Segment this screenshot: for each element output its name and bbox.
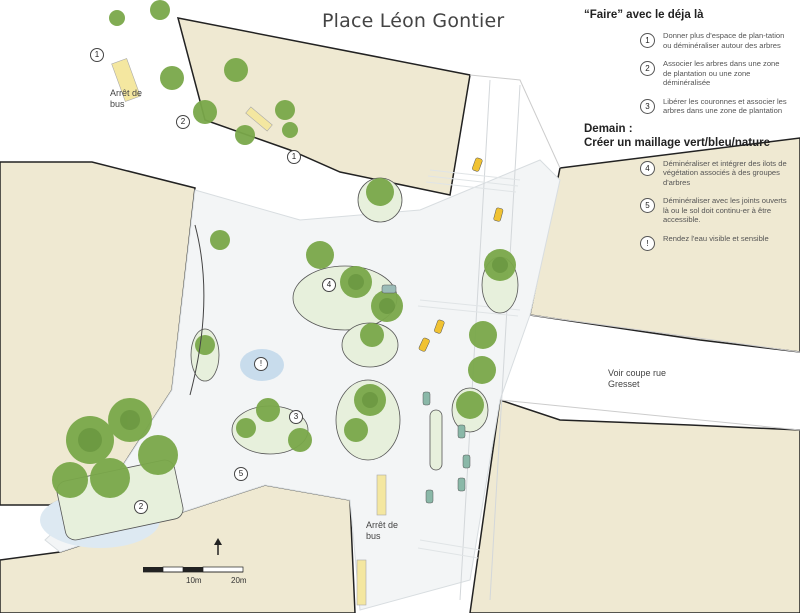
legend-heading-tomorrow: Demain : <box>584 122 633 135</box>
legend-item: 2 Associer les arbres dans une zone de p… <box>584 59 798 88</box>
legend-item: 1 Donner plus d'espace de plan-tation ou… <box>584 31 798 50</box>
bus-stop-label-bottom: Arrêt de bus <box>366 520 399 541</box>
north-arrow-icon <box>214 538 222 555</box>
legend-item: 4 Déminéraliser et intégrer des ilots de… <box>584 159 798 188</box>
building-bottom-right <box>469 399 800 613</box>
map-marker: 2 <box>134 500 148 514</box>
legend-number: 2 <box>640 61 655 76</box>
legend-number: 3 <box>640 98 655 114</box>
legend-number: 5 <box>640 198 655 213</box>
map-marker: 1 <box>287 150 301 164</box>
legend-text: Rendez l'eau visible et sensible <box>663 233 769 243</box>
map-marker-water: ! <box>254 357 268 371</box>
legend-heading-existing: “Faire” avec le déja là <box>584 9 704 21</box>
building-top-left <box>176 17 471 196</box>
legend-item: 3 Libérer les couronnes et associer les … <box>584 97 798 116</box>
map-marker: 2 <box>176 115 190 129</box>
map-marker: 1 <box>90 48 104 62</box>
scale-bar <box>143 566 244 573</box>
map-marker: 5 <box>234 467 248 481</box>
map-marker: 4 <box>322 278 336 292</box>
map-marker: 3 <box>289 410 303 424</box>
legend-text: Associer les arbres dans une zone de pla… <box>663 59 780 87</box>
legend-text: Donner plus d'espace de plan-tation ou d… <box>663 31 785 50</box>
legend-number: 1 <box>640 33 655 48</box>
page-title: Place Léon Gontier <box>322 10 505 32</box>
legend-item: 5 Déminéraliser avec les joints ouverts … <box>584 196 798 225</box>
legend-item: ! Rendez l'eau visible et sensible <box>584 234 798 251</box>
legend-text: Déminéraliser avec les joints ouverts là… <box>663 196 787 224</box>
legend-number: 4 <box>640 160 655 176</box>
scale-label-20m: 20m <box>231 576 247 585</box>
legend-text: Déminéraliser et intégrer des ilots de v… <box>663 158 787 187</box>
legend-text: Libérer les couronnes et associer les ar… <box>663 96 787 116</box>
legend: “Faire” avec le déja là 1 Donner plus d'… <box>584 8 798 251</box>
scale-label-10m: 10m <box>186 576 202 585</box>
section-reference-label: Voir coupe rue Gresset <box>608 368 667 389</box>
legend-heading-network: Créer un maillage vert/bleu/nature <box>584 136 770 149</box>
bus-stop-label-top: Arrêt de bus <box>110 88 143 109</box>
legend-number: ! <box>640 235 655 251</box>
